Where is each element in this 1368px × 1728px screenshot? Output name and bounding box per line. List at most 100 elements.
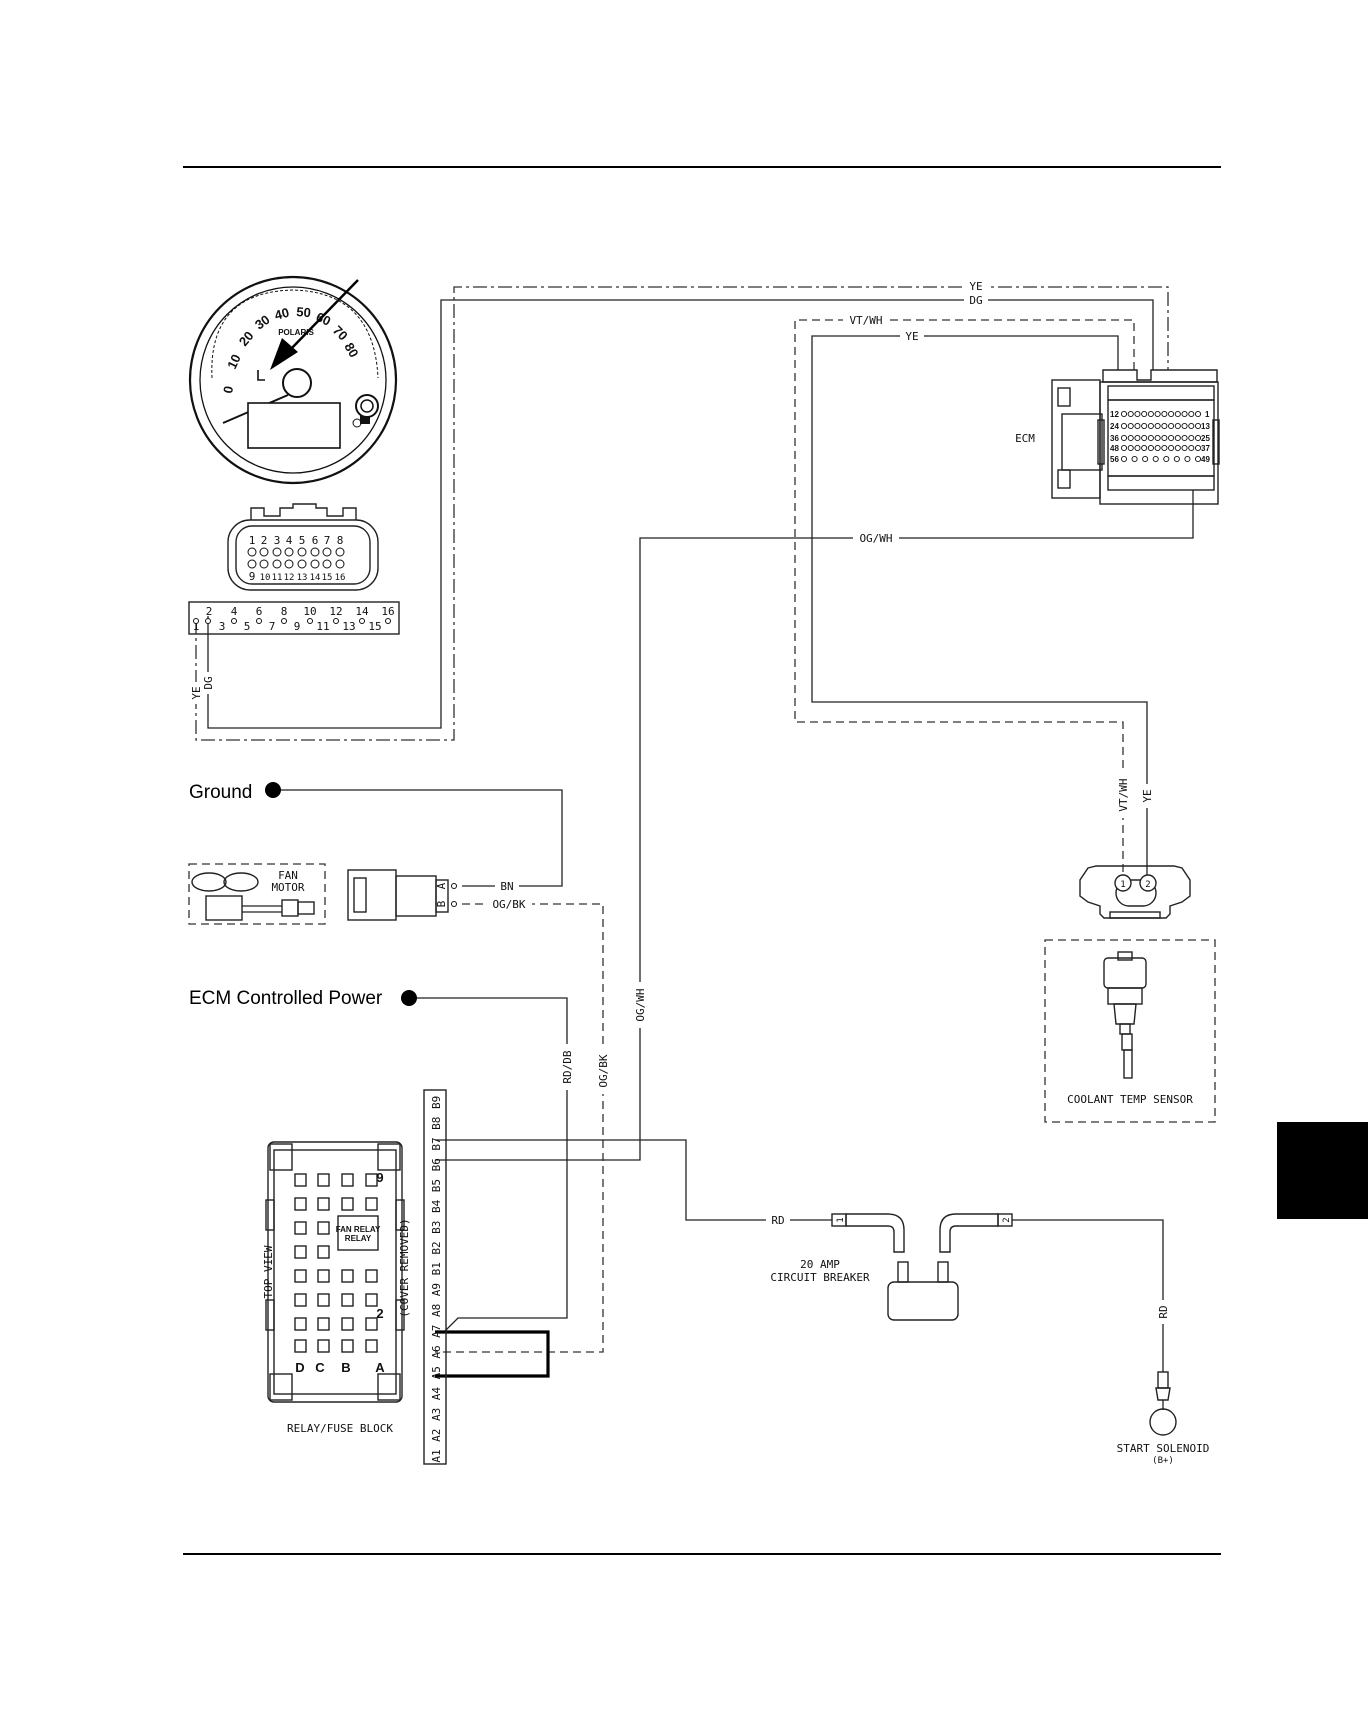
gauge-knob-icon <box>352 418 362 428</box>
plug-holes <box>247 547 345 569</box>
plug-pin-labels-bottom: 9 10 11 12 13 14 15 16 <box>249 570 346 583</box>
circuit-breaker: 1 2 20 AMP CIRCUIT BREAKER <box>770 1213 1013 1321</box>
ecm-pin-hole <box>1120 422 1128 430</box>
ecm-pin-hole <box>1194 434 1202 442</box>
plug-pin-5: 5 <box>299 534 306 547</box>
ecm-pin-hole <box>1120 455 1128 463</box>
breaker-label-2: CIRCUIT BREAKER <box>770 1271 870 1284</box>
strip-pin-8: 8 <box>281 605 288 618</box>
ecm-pin-12: 12 <box>1110 410 1119 419</box>
ecm-pin-hole <box>1188 434 1195 442</box>
ecm-pin-hole <box>1181 434 1188 442</box>
relay-cell <box>294 1339 307 1353</box>
ecm-pin-hole <box>1174 434 1181 442</box>
block-terminal-b8: B8 <box>430 1117 443 1130</box>
ecm-pin-hole <box>1174 410 1181 418</box>
breaker-label-1: 20 AMP <box>800 1258 840 1271</box>
ecm-pin-hole <box>1188 410 1195 418</box>
ecm-pin-24: 24 <box>1110 422 1119 431</box>
relay-cell <box>294 1317 307 1331</box>
ecm-pin-hole <box>1194 422 1202 430</box>
dial-numbers: 0 10 20 30 40 50 60 70 80 <box>220 304 361 394</box>
ecm-pin-hole <box>1120 444 1128 452</box>
ecm-pin-hole <box>1154 422 1161 430</box>
strip-even-labels: 2 4 6 8 10 12 14 16 <box>206 605 395 618</box>
relay-cell <box>317 1221 330 1235</box>
relay-fuse-block: FAN RELAY RELAY D C B A 9 2 TOP VIEW (CO… <box>262 1141 411 1435</box>
wire-ye-top <box>195 286 1169 741</box>
wire-dg-top <box>207 299 1154 729</box>
ecm-pin-56: 56 <box>1110 455 1119 464</box>
gauge-plug: 1 2 3 4 5 6 7 8 9 10 11 12 13 14 15 16 <box>227 503 379 591</box>
breaker-pin-1: 1 <box>836 1217 846 1222</box>
ecm-pin-hole <box>1142 455 1149 463</box>
ecm-pin-49: 49 <box>1201 455 1210 464</box>
sensor-pin-2: 2 <box>1145 880 1150 890</box>
relay-number-2: 2 <box>376 1306 383 1321</box>
block-terminal-b1: B1 <box>430 1262 443 1275</box>
ecm-pin-hole <box>1134 422 1141 430</box>
block-terminal-b4: B4 <box>430 1199 443 1213</box>
relay-cell <box>365 1269 378 1283</box>
relay-letter-d: D <box>295 1360 304 1375</box>
ecm-pin-hole <box>1120 410 1128 418</box>
top-view-label: TOP VIEW <box>262 1245 275 1298</box>
wire-ogwh <box>435 490 1194 1161</box>
arrow-icon <box>270 338 298 370</box>
ecm-pin-hole <box>1127 422 1134 430</box>
ecm-pin-hole <box>1161 444 1168 452</box>
plug-pin-3: 3 <box>274 534 281 547</box>
ecm-label: ECM <box>1015 432 1035 445</box>
ecm-pin-hole <box>1163 455 1170 463</box>
gauge-terminal-strip: 2 4 6 8 10 12 14 16 1 3 5 7 9 11 13 15 <box>188 601 400 635</box>
ecm-pin-hole <box>1181 444 1188 452</box>
plug-pin-1: 1 <box>249 534 256 547</box>
ecm-pin-hole <box>1174 422 1181 430</box>
relay-letter-a: A <box>375 1360 385 1375</box>
strip-pin-16: 16 <box>381 605 394 618</box>
fan-connector: A B <box>347 869 457 921</box>
plug-pin-4: 4 <box>286 534 293 547</box>
relay-cell <box>341 1197 354 1211</box>
block-terminal-b3: B3 <box>430 1221 443 1234</box>
label-ye-gauge: YE <box>190 686 203 699</box>
ecm-pin-hole <box>1181 422 1188 430</box>
ecm-pin-hole <box>1134 410 1141 418</box>
relay-cell <box>317 1269 330 1283</box>
wires <box>195 286 1194 1378</box>
strip-pin-7: 7 <box>269 620 276 633</box>
fan-relay-label-2: RELAY <box>345 1234 372 1243</box>
relay-cell <box>365 1197 378 1211</box>
ecm-pin-13: 13 <box>1201 422 1210 431</box>
dial-30: 30 <box>252 312 272 333</box>
relay-letter-c: C <box>315 1360 325 1375</box>
block-terminal-a3: A3 <box>430 1408 443 1421</box>
ecm-pin-hole <box>1147 422 1154 430</box>
relay-cell <box>317 1317 330 1331</box>
sensor-pin-1: 1 <box>1120 880 1125 890</box>
block-terminal-b9: B9 <box>430 1096 443 1109</box>
coolant-sensor-label: COOLANT TEMP SENSOR <box>1067 1093 1193 1106</box>
label-ogbk-h: OG/BK <box>492 898 525 911</box>
temperature-icon <box>257 370 265 381</box>
dial-60: 60 <box>314 309 333 329</box>
dial-50: 50 <box>296 304 312 320</box>
ecm-pin-hole <box>1168 422 1175 430</box>
ecm-pin-36: 36 <box>1110 434 1119 443</box>
strip-pin-15: 15 <box>368 620 381 633</box>
plug-pin-6: 6 <box>312 534 319 547</box>
ecm-pin-hole <box>1141 434 1148 442</box>
ground-callout: Ground <box>189 782 252 803</box>
fan-motor-label-2: MOTOR <box>271 881 304 894</box>
fan-relay-label-1: FAN RELAY <box>336 1225 381 1234</box>
label-ye-sensor: YE <box>1141 789 1154 802</box>
breaker-pin-2: 2 <box>1002 1217 1012 1222</box>
relay-letter-b: B <box>341 1360 350 1375</box>
ecm-pin-hole <box>1194 410 1202 418</box>
strip-pin-5: 5 <box>244 620 251 633</box>
plug-pin-7: 7 <box>324 534 331 547</box>
start-solenoid: START SOLENOID (B+) <box>1117 1371 1209 1466</box>
